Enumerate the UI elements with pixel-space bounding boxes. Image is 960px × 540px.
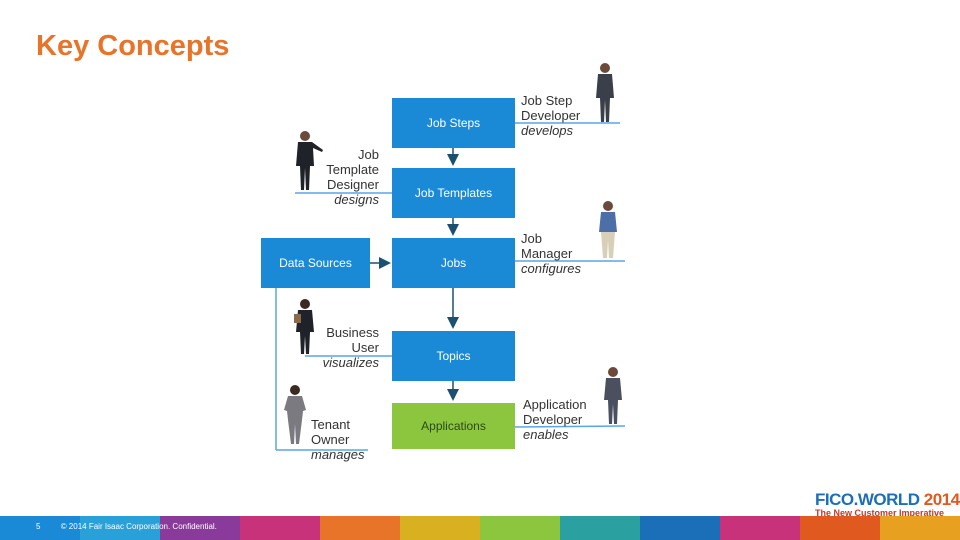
label-tenant-owner: Tenant Owner manages — [311, 417, 365, 462]
job-templates-box: Job Templates — [392, 168, 515, 218]
copyright-text: © 2014 Fair Isaac Corporation. Confident… — [60, 522, 217, 531]
person-job-manager-icon — [599, 201, 617, 258]
underline-application-developer — [514, 425, 626, 428]
person-tenant-owner-icon — [284, 385, 306, 444]
person-business-user-icon — [294, 299, 314, 354]
data-sources-box: Data Sources — [261, 238, 370, 288]
label-job-step-developer: Job Step Developer develops — [521, 93, 581, 138]
footer-band — [0, 516, 960, 540]
label-application-developer: Application Developer enables — [523, 397, 587, 442]
footer-text: 5 © 2014 Fair Isaac Corporation. Confide… — [36, 522, 217, 531]
topics-box: Topics — [392, 331, 515, 381]
job-steps-box: Job Steps — [392, 98, 515, 148]
person-job-step-developer-icon — [596, 63, 614, 122]
slide-title: Key Concepts — [36, 30, 230, 62]
applications-box: Applications — [392, 403, 515, 449]
jobs-box: Jobs — [392, 238, 515, 288]
person-application-developer-icon — [604, 367, 622, 424]
label-business-user: Business User visualizes — [322, 325, 379, 370]
page-number: 5 — [36, 522, 41, 531]
label-job-manager: Job Manager configures — [521, 231, 581, 276]
label-job-template-designer: Job Template Designer designs — [326, 147, 379, 207]
fico-world-logo: FICO.WORLD 2014 The New Customer Imperat… — [815, 490, 960, 518]
person-job-template-designer-icon — [296, 131, 323, 190]
